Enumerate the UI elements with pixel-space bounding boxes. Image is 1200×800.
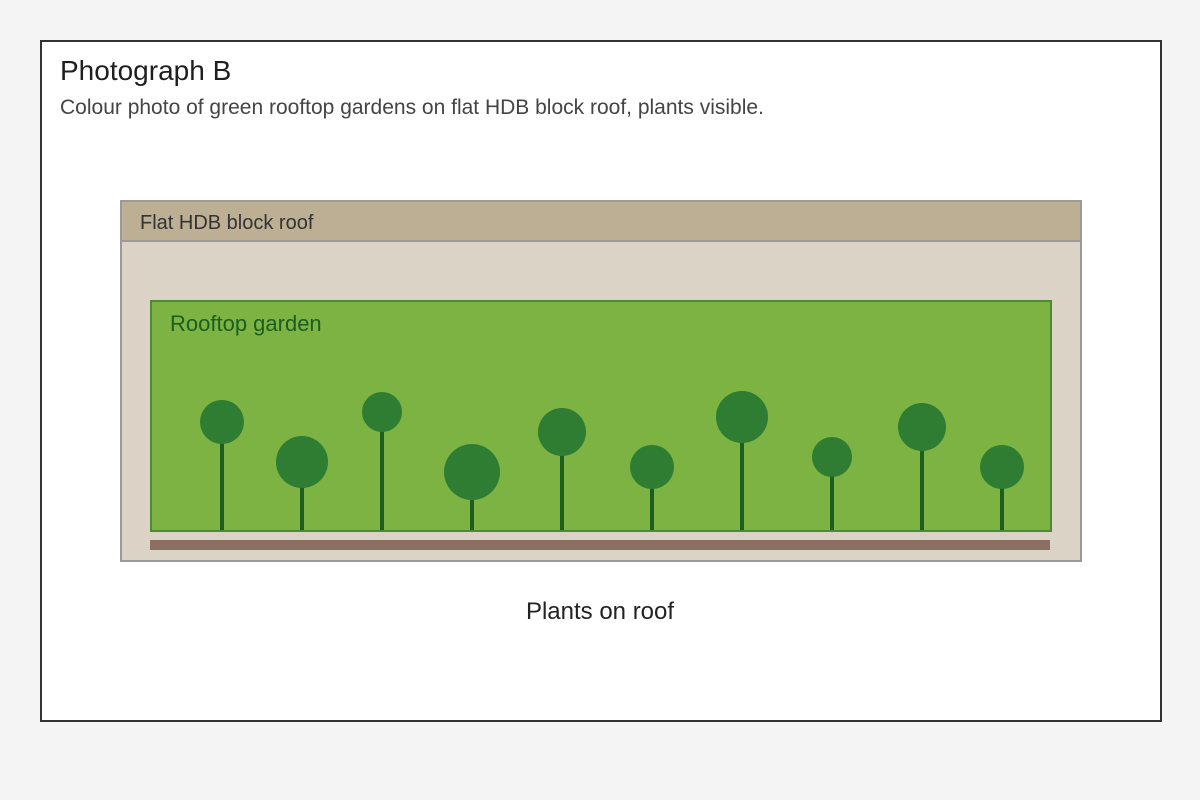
plant-7-canopy	[716, 391, 768, 443]
plant-4-canopy	[444, 444, 500, 500]
plant-5-stem	[560, 430, 564, 530]
plant-6-stem	[650, 465, 654, 530]
plant-2-stem	[300, 460, 304, 530]
plants-group	[200, 391, 1024, 530]
plant-6-canopy	[630, 445, 674, 489]
soil-strip	[150, 540, 1050, 550]
garden-label: Rooftop garden	[170, 311, 322, 336]
figure-caption: Plants on roof	[525, 598, 675, 625]
roof-header-band: Flat HDB block roof	[122, 202, 1080, 242]
plant-8-canopy	[812, 437, 852, 477]
plant-9-stem	[920, 425, 924, 530]
plant-10-canopy	[980, 445, 1024, 489]
figure-description: Colour photo of green rooftop gardens on…	[60, 96, 764, 119]
plant-5-canopy	[538, 408, 586, 456]
roof-label: Flat HDB block roof	[140, 212, 314, 234]
plant-8-stem	[830, 455, 834, 530]
plant-10-stem	[1000, 465, 1004, 530]
plant-2-canopy	[276, 436, 328, 488]
plant-7-stem	[740, 415, 744, 530]
figure-title: Photograph B	[60, 55, 232, 86]
rooftop-garden: Rooftop garden	[150, 300, 1052, 532]
plant-3-stem	[380, 410, 384, 530]
plant-1-stem	[220, 420, 224, 530]
plant-3-canopy	[362, 392, 402, 432]
plant-9-canopy	[898, 403, 946, 451]
plant-1-canopy	[200, 400, 244, 444]
